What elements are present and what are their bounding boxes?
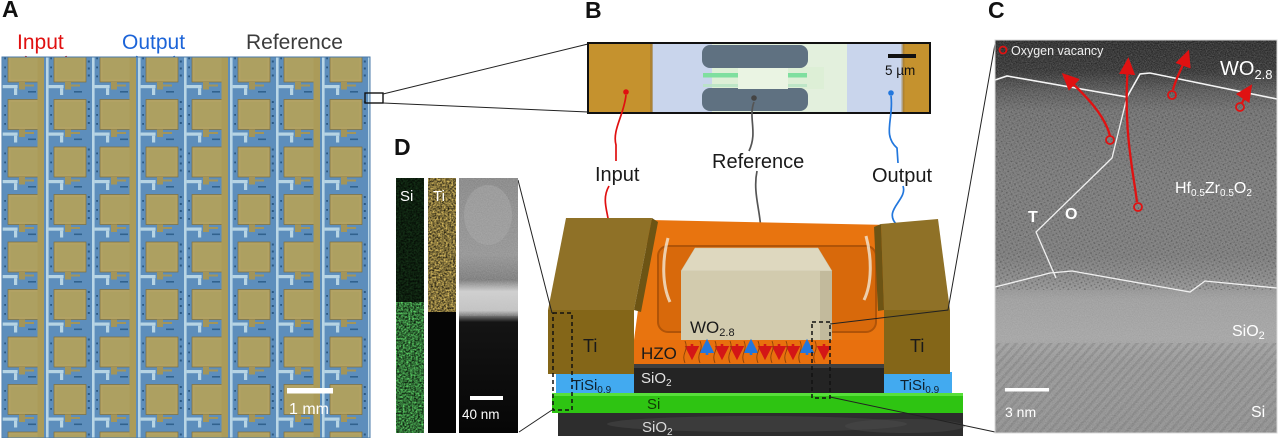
panel-b: B 5 µm <box>585 0 931 114</box>
panel-d-ti-map: Ti <box>428 178 456 433</box>
panel-a: A Input Output Reference 1 mm <box>1 0 384 438</box>
panel-b-input-marker-dot <box>623 89 629 95</box>
schematic-sio2-top-label: SiO2 <box>641 370 672 389</box>
panel-a-input-label: Input <box>17 31 64 54</box>
device-output-label: Output <box>872 165 932 187</box>
connector-schematic-to-c <box>829 43 996 433</box>
schematic-sio2-bottom-label: SiO2 <box>642 419 673 438</box>
panel-d-ti-label: Ti <box>433 188 445 205</box>
panel-c-hzo-label: Hf0.5Zr0.5O2 <box>1175 180 1252 199</box>
panel-a-scalebar-line <box>287 388 333 394</box>
schematic-tisi-left <box>556 372 634 393</box>
schematic-tisi-right-label: TiSi0.9 <box>900 377 940 396</box>
schematic-dashed-box-left <box>552 312 573 411</box>
panel-a-zoom-source-box <box>364 92 384 104</box>
panel-c-legend-label: Oxygen vacancy <box>1011 44 1104 58</box>
panel-b-letter: B <box>585 0 602 23</box>
panel-c-scalebar-line <box>1005 388 1049 392</box>
panel-a-output-label: Output <box>122 31 185 54</box>
schematic-ti-right-label: Ti <box>910 336 924 356</box>
panel-b-reference-marker-dot <box>751 95 757 101</box>
panel-c-tem-image: Oxygen vacancy WO2.8 Hf0.5Zr0.5O2 T O Si… <box>994 39 1278 434</box>
schematic-si-layer <box>552 393 963 413</box>
panel-d-letter: D <box>394 134 411 160</box>
panel-c-scalebar-label: 3 nm <box>1005 404 1036 420</box>
panel-d-si-map: Si <box>396 178 424 433</box>
panel-b-scalebar-line <box>888 54 916 58</box>
schematic-tisi-left-label: TiSi0.9 <box>572 377 612 396</box>
panel-d: D Si Ti 40 nm <box>394 134 518 433</box>
panel-a-letter: A <box>2 0 19 22</box>
panel-d-stem-image: 40 nm <box>459 178 518 433</box>
device-schematic: Ti Ti WO2.8 HZO SiO2 TiSi0.9 TiSi0.9 Si … <box>548 218 965 438</box>
panel-c-wo-label: WO2.8 <box>1220 58 1273 82</box>
panel-c-t-phase-label: T <box>1028 209 1038 226</box>
panel-d-si-label: Si <box>400 188 413 205</box>
device-reference-label: Reference <box>712 151 804 173</box>
oxygen-vacancy-legend-icon <box>998 45 1008 55</box>
panel-d-scalebar-label: 40 nm <box>462 407 500 422</box>
panel-d-scalebar-line <box>470 396 503 400</box>
schematic-hzo-label: HZO <box>641 344 677 363</box>
schematic-si-label: Si <box>647 396 660 413</box>
connector-schematic-to-d <box>517 179 553 433</box>
panel-c-wo-hzo-interface-line <box>994 72 1278 100</box>
panel-a-reference-label: Reference <box>246 31 343 54</box>
panel-a-scalebar-label: 1 mm <box>289 401 329 418</box>
connector-a-to-b <box>382 43 589 113</box>
schematic-ti-left-electrode <box>548 218 658 374</box>
device-input-label: Input <box>595 164 640 186</box>
panel-a-chip-micrograph: 1 mm <box>1 56 384 438</box>
panel-c-sio2-label: SiO2 <box>1232 323 1265 342</box>
panel-b-micrograph: 5 µm <box>587 42 931 114</box>
panel-c-hzo-sio2-interface-line <box>994 270 1278 293</box>
panel-c-o-phase-label: O <box>1065 206 1077 223</box>
panel-b-scalebar-label: 5 µm <box>885 63 915 78</box>
schematic-sio2-bottom-layer <box>558 413 963 436</box>
schematic-ti-right-electrode <box>874 219 950 374</box>
schematic-sio2-top-layer <box>634 364 884 393</box>
schematic-wo-block <box>680 247 833 340</box>
panel-c-letter: C <box>988 0 1005 23</box>
schematic-wo-label: WO2.8 <box>690 318 735 339</box>
schematic-dashed-box-right <box>811 321 831 399</box>
panel-b-output-marker-dot <box>888 90 894 96</box>
panel-c: C <box>988 0 1278 434</box>
panel-c-si-label: Si <box>1251 404 1265 421</box>
panel-c-vacancy-arrows <box>1061 49 1253 212</box>
panel-c-phase-boundary-line <box>1035 96 1128 279</box>
schematic-ti-left-label: Ti <box>583 336 597 356</box>
schematic-tisi-right <box>884 372 952 393</box>
